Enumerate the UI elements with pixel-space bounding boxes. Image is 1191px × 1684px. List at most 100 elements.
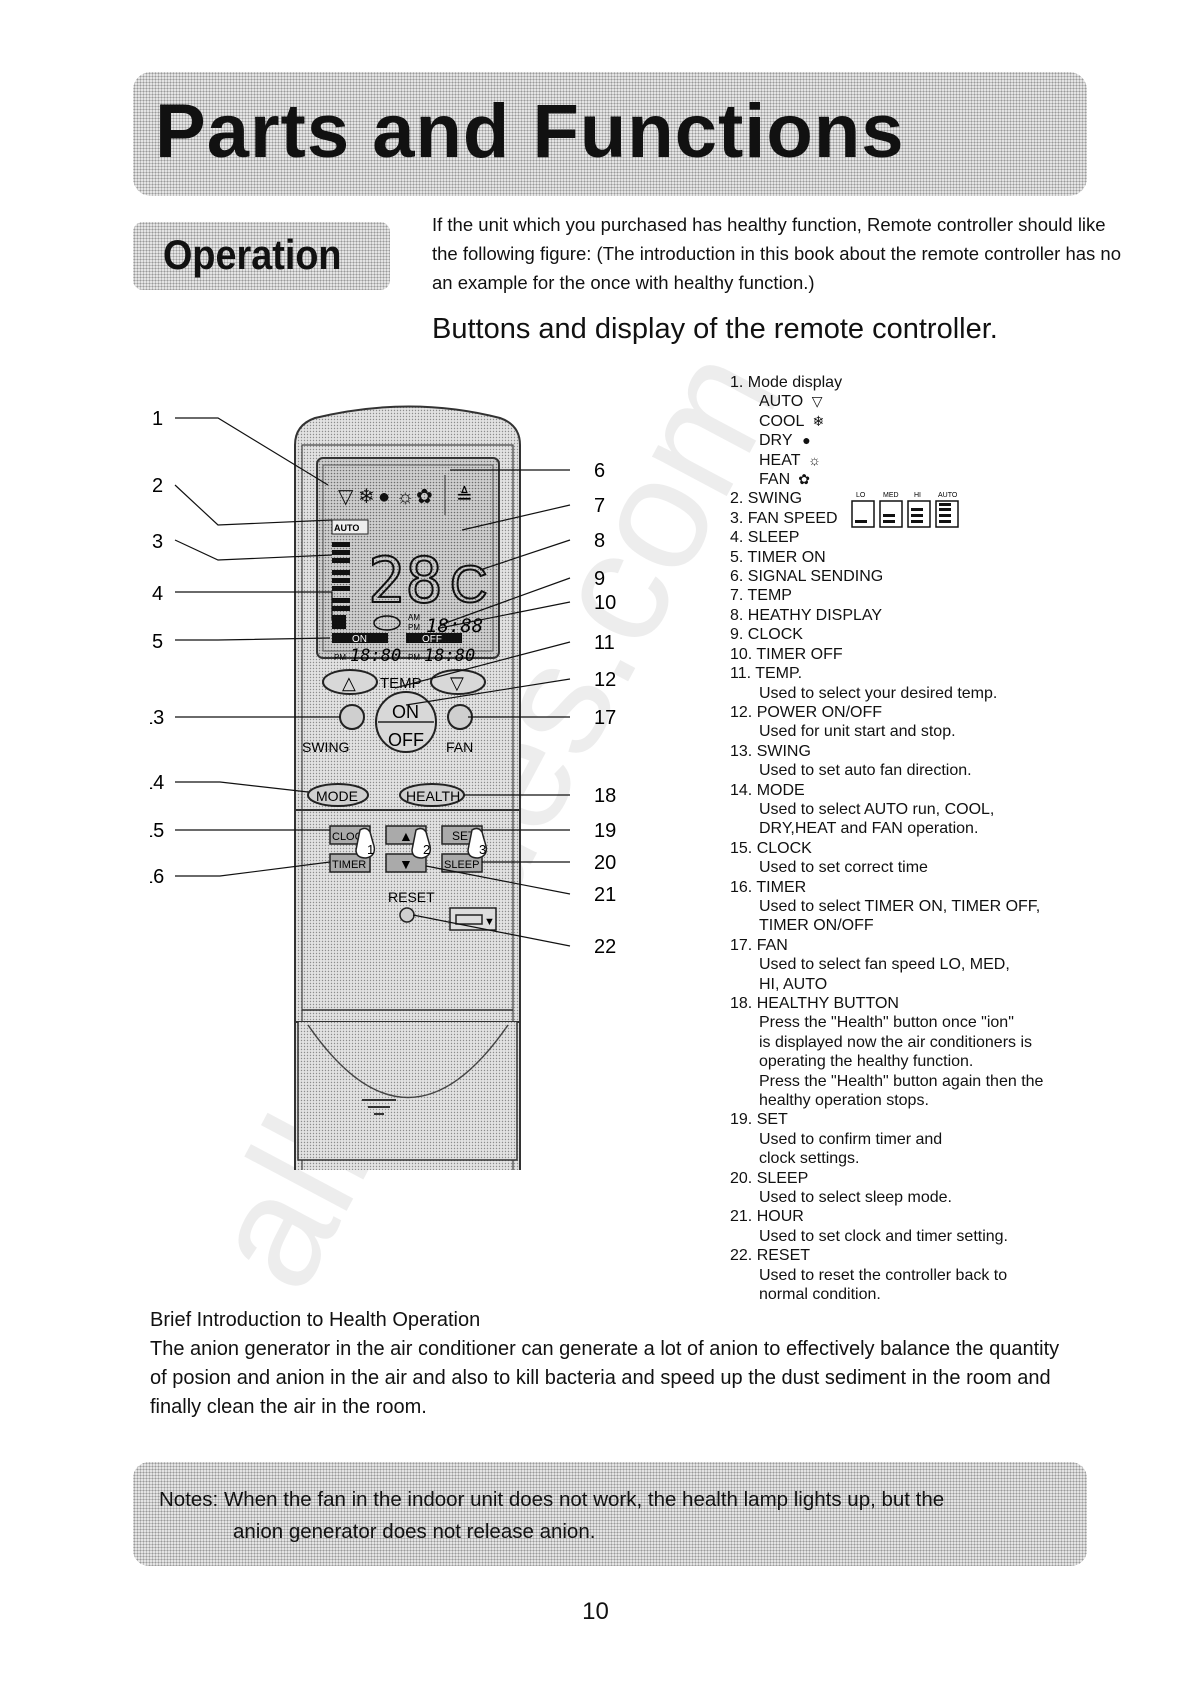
timer-on-pm: PM: [334, 653, 346, 662]
sleep-label: SLEEP: [444, 859, 479, 871]
hour-down-button[interactable]: ▼: [385, 853, 427, 873]
timer-button[interactable]: TIMER: [329, 853, 371, 873]
legend-mode-entry: COOL❄: [730, 412, 1150, 431]
legend-item-description: Used to set auto fan direction.: [759, 762, 972, 780]
legend-item-description: Used to select TIMER ON, TIMER OFF,: [759, 897, 1041, 915]
snowflake-icon: ❄: [358, 486, 375, 508]
timer-off-label: OFF: [422, 634, 442, 645]
legend-item-description: Used to set clock and timer setting.: [759, 1227, 1008, 1245]
svg-text:10: 10: [594, 592, 616, 614]
legend-item-title: 3. FAN SPEED: [730, 509, 838, 527]
mode-button[interactable]: MODE: [307, 783, 369, 807]
temp-down-button[interactable]: ▽: [430, 669, 486, 695]
svg-text:19: 19: [594, 820, 616, 842]
svg-text:▼: ▼: [484, 916, 495, 928]
clock-am: AM: [408, 613, 420, 622]
fan-icon: ✿: [798, 471, 810, 488]
legend-item: 3. FAN SPEED: [730, 509, 1150, 528]
temp-up-button[interactable]: △: [322, 669, 378, 695]
svg-text:14: 14: [150, 772, 164, 794]
legend-mode-entry: HEAT☼: [730, 451, 1150, 470]
legend-item-title: 8. HEATHY DISPLAY: [730, 606, 883, 624]
fan-icon: ✿: [416, 486, 433, 508]
svg-text:8: 8: [594, 530, 605, 552]
svg-text:17: 17: [594, 707, 616, 729]
health-label: HEALTH: [406, 788, 460, 804]
remote-controller-figure: ▽ ❄ ● ☼ ✿ ≜ AUTO 28 C AM PM 18:88 ON OFF…: [150, 405, 616, 1170]
legend-mode-label: AUTO: [759, 393, 804, 411]
sleep-button[interactable]: SLEEP: [441, 853, 483, 873]
legend-item-title: 22. RESET: [730, 1247, 811, 1265]
ion-icon: [373, 615, 401, 631]
step-3: 3: [479, 842, 486, 857]
svg-text:△: △: [342, 673, 356, 693]
legend-item-title: 20. SLEEP: [730, 1169, 809, 1187]
legend-item-title: 11. TEMP.: [730, 665, 803, 683]
droplet-icon: ●: [802, 432, 811, 449]
legend-item: 18. HEALTHY BUTTON Press the "Health" but…: [730, 994, 1150, 1110]
legend-item: 8. HEATHY DISPLAY: [730, 606, 1150, 625]
legend-item-description: Used to select fan speed LO, MED,: [759, 956, 1010, 974]
legend-item-description: Used to select AUTO run, COOL,: [759, 800, 995, 818]
hand-pointer-icon: [355, 827, 488, 859]
power-button[interactable]: ON OFF: [375, 691, 437, 753]
step-2: 2: [423, 842, 430, 857]
legend-item-description: clock settings.: [759, 1150, 860, 1168]
legend-item-description: normal condition.: [759, 1286, 881, 1304]
signal-sending-icon: ≜: [456, 485, 473, 508]
svg-text:5: 5: [152, 631, 163, 653]
svg-text:▼: ▼: [399, 856, 413, 872]
legend-item-description: Used to set correct time: [759, 859, 928, 877]
legend-item-description: HI, AUTO: [759, 975, 828, 993]
legend-item-description: Used to reset the controller back to: [759, 1266, 1008, 1284]
legend-item-description: is displayed now the air conditioners is: [759, 1033, 1033, 1051]
legend-item-title: 18. HEALTHY BUTTON: [730, 995, 899, 1012]
legend-item-title: 19. SET: [730, 1111, 788, 1129]
legend-item-title: 4. SLEEP: [730, 529, 800, 547]
level-auto: AUTO: [938, 492, 958, 499]
legend-item-title: 16. TIMER: [730, 878, 807, 896]
legend-item-title: 14. MODE: [730, 781, 805, 799]
swing-button[interactable]: SWING: [302, 704, 365, 755]
notes-line-1: Notes: When the fan in the indoor unit d…: [159, 1488, 945, 1511]
legend-item-title: 10. TIMER OFF: [730, 645, 843, 663]
legend-item-description: operating the healthy function.: [759, 1053, 974, 1071]
timer-off-pm: PM: [408, 653, 420, 662]
legend-item-description: Used to select sleep mode.: [759, 1189, 952, 1207]
legend-item-description: Press the "Health" button again then the: [759, 1072, 1044, 1090]
section-heading: Operation: [163, 231, 342, 278]
temp-unit: C: [450, 556, 488, 614]
timer-on-label: ON: [352, 634, 367, 645]
sleep-indicator: [332, 615, 346, 629]
notes-line-2: anion generator does not release anion.: [233, 1520, 596, 1543]
timer-on-time: 18:80: [350, 646, 401, 666]
reset-button[interactable]: [399, 907, 415, 923]
legend-item-title: 17. FAN: [730, 936, 788, 954]
fan-speed-bars: [332, 542, 350, 611]
fan-label: FAN: [446, 739, 473, 755]
legend-mode-label: COOL: [759, 412, 805, 430]
level-lo: LO: [856, 492, 866, 499]
legend-mode-label: HEAT: [759, 451, 801, 469]
title-banner: Parts and Functions: [133, 72, 1087, 196]
callout-lines: [174, 417, 571, 947]
subheading: Buttons and display of the remote contro…: [432, 313, 998, 345]
intro-text: If the unit which you purchased has heal…: [432, 214, 1122, 293]
legend-mode-entry: FAN✿: [730, 470, 1150, 489]
swing-label: SWING: [302, 739, 349, 755]
legend-item-description: TIMER ON/OFF: [759, 917, 874, 935]
temp-readout: 28: [368, 544, 443, 617]
health-button[interactable]: HEALTH: [399, 783, 465, 807]
timer-off-time: 18:80: [424, 646, 475, 666]
legend-item: 5. TIMER ON: [730, 548, 1150, 567]
notes-text: Notes: When the fan in the indoor unit d…: [159, 1484, 944, 1548]
svg-text:20: 20: [594, 852, 616, 874]
legend-item-description: Used to select your desired temp.: [759, 684, 998, 702]
svg-text:▽: ▽: [450, 673, 464, 693]
legend-item-description: healthy operation stops.: [759, 1092, 929, 1110]
